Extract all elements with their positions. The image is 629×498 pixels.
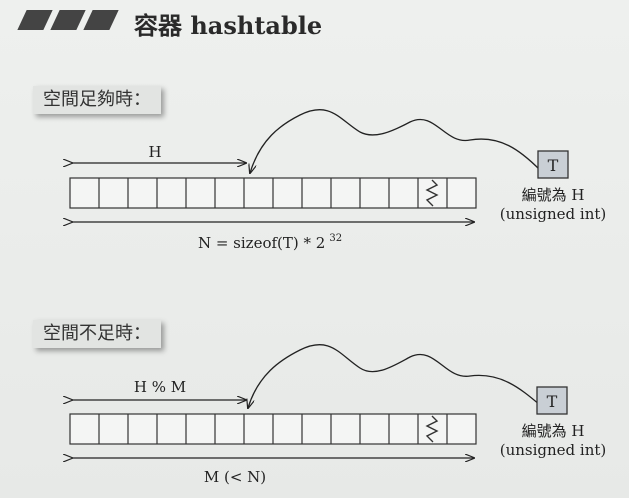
hash-mapping-curve (248, 344, 541, 408)
diagram-not-enough-space: H % M M (< N) T 編號為 H (unsigned int) (69, 344, 607, 486)
h-mod-range-label: H % M (134, 378, 186, 396)
hash-code-note: 編號為 H (522, 186, 585, 204)
hash-type-note: (unsigned int) (500, 205, 607, 223)
svg-text:T: T (548, 156, 559, 175)
section-label-not-enough-space: 空間不足時： (33, 320, 161, 348)
h-range-label: H (148, 143, 161, 161)
element-node-t: T (537, 150, 569, 179)
section-label-enough-space: 空間足夠時： (33, 86, 161, 114)
page-title: 容器 hashtable (134, 11, 323, 40)
element-node-t: T (536, 386, 568, 415)
bucket-array (69, 413, 477, 445)
title-bar: 容器 hashtable (0, 0, 629, 48)
m-range-label: M (< N) (204, 468, 266, 486)
hash-type-note: (unsigned int) (500, 441, 607, 459)
svg-text:T: T (547, 392, 558, 411)
hash-code-note: 編號為 H (522, 422, 585, 440)
bucket-array (69, 177, 477, 209)
hash-mapping-curve (250, 109, 541, 173)
